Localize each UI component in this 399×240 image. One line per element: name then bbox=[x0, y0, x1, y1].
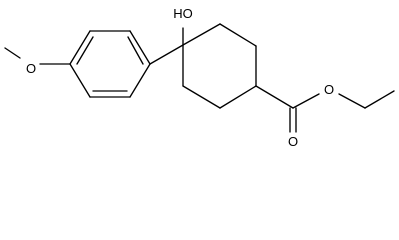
cyclohexane-ring bbox=[182, 23, 257, 109]
bond-o-ethyl bbox=[338, 93, 366, 109]
atom-label-ester-oxygen: O bbox=[324, 82, 334, 97]
atom-label-hydroxyl: HO bbox=[173, 6, 193, 21]
bond-aryl-4 bbox=[129, 63, 151, 98]
bond-ethyl-methyl bbox=[364, 90, 395, 109]
bond-ring-2 bbox=[219, 23, 257, 47]
bond-methyl-o bbox=[4, 47, 21, 59]
bond-aryl-3 bbox=[129, 30, 151, 65]
bond-aryl-cyclohexyl bbox=[149, 44, 184, 65]
bond-ring-carbonyl bbox=[255, 85, 294, 109]
bond-aryl-inner-1 bbox=[76, 36, 94, 65]
bond-ring-5 bbox=[182, 85, 221, 109]
atom-label-methoxy-oxygen: O bbox=[26, 61, 36, 76]
bond-aryl-6 bbox=[69, 63, 91, 98]
bond-aryl-inner-2 bbox=[127, 36, 144, 65]
atom-label-carbonyl-oxygen: O bbox=[288, 134, 298, 149]
benzene-ring bbox=[69, 30, 151, 98]
bond-carbonyl-ester-o bbox=[292, 93, 320, 109]
bond-aryl-1 bbox=[69, 30, 91, 65]
bond-ring-4 bbox=[219, 85, 257, 109]
bond-ring-1 bbox=[182, 23, 221, 46]
chemical-structure-drawing: O HO O O bbox=[4, 6, 395, 149]
